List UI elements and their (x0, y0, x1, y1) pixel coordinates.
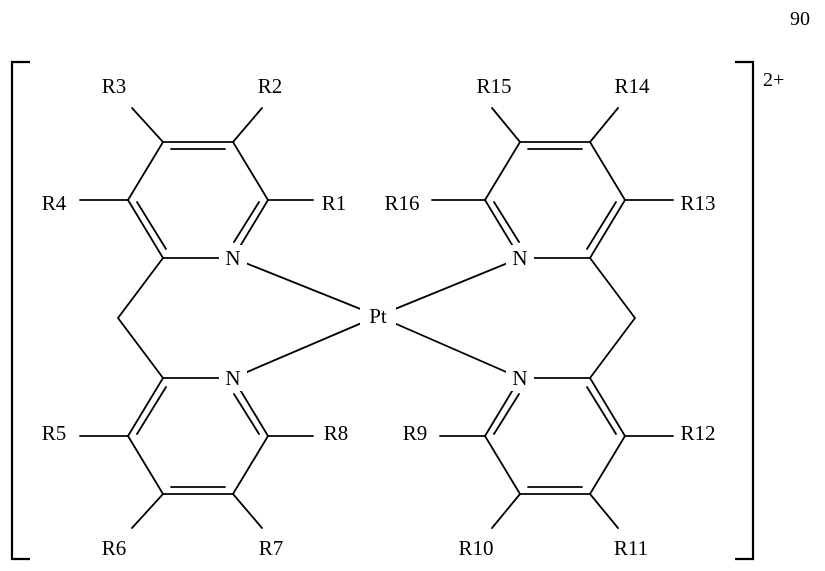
substituent-label-r13: R13 (680, 191, 715, 215)
double-bond-line (586, 386, 617, 435)
substituent-label-r3: R3 (102, 74, 127, 98)
double-bond-line (493, 201, 520, 243)
nitrogen-label: N (512, 366, 527, 390)
substituent-label-r5: R5 (42, 421, 67, 445)
substituent-label-r14: R14 (614, 74, 650, 98)
methylene-bridge-left (116, 257, 164, 379)
bond-r11 (589, 493, 619, 529)
right-bracket (735, 60, 755, 561)
label-mask (219, 365, 247, 391)
platinum-label: Pt (369, 304, 387, 328)
label-mask (360, 302, 396, 330)
double-bond-line (136, 386, 167, 435)
substituent-label-r1: R1 (322, 191, 347, 215)
double-bond-line (233, 201, 260, 243)
substituent-label-r11: R11 (614, 536, 648, 560)
label-mask (506, 365, 534, 391)
pyridine-ring-bottom-right (483, 377, 627, 495)
substituent-label-r9: R9 (403, 421, 428, 445)
substituent-label-r10: R10 (458, 536, 493, 560)
substituent-label-r15: R15 (476, 74, 511, 98)
substituent-label-r12: R12 (680, 421, 715, 445)
substituent-label-r8: R8 (324, 421, 349, 445)
nitrogen-label: N (225, 246, 240, 270)
pyridine-ring-bottom-left (126, 377, 270, 495)
coordination-bond-n-pt (232, 257, 379, 317)
label-mask (219, 245, 247, 271)
bond-r2 (232, 107, 263, 143)
double-bond-line (233, 393, 260, 435)
double-bond-line (136, 201, 167, 250)
pyridine-ring-top-right (483, 141, 627, 259)
substituent-label-r2: R2 (258, 74, 283, 98)
double-bond-line (493, 393, 520, 435)
left-bracket (10, 60, 30, 561)
bond-r3 (131, 107, 164, 143)
coordination-bond-n-pt (377, 315, 521, 379)
figure-number: 90 (790, 8, 810, 30)
bond-r15 (491, 107, 521, 143)
coordination-bond-n-pt (232, 315, 379, 379)
nitrogen-label: N (225, 366, 240, 390)
methylene-bridge-right (589, 257, 637, 379)
label-mask (506, 245, 534, 271)
bond-r14 (589, 107, 619, 143)
substituent-label-r7: R7 (259, 536, 284, 560)
bond-r7 (232, 493, 263, 529)
pyridine-ring-top-left (126, 141, 270, 259)
charge-label: 2+ (763, 69, 784, 91)
substituent-label-r6: R6 (102, 536, 127, 560)
nitrogen-label: N (512, 246, 527, 270)
substituent-label-r4: R4 (42, 191, 67, 215)
coordination-bond-n-pt (377, 257, 521, 317)
substituent-label-r16: R16 (384, 191, 419, 215)
bond-r6 (131, 493, 164, 529)
double-bond-line (586, 201, 617, 250)
bond-r10 (491, 493, 521, 529)
